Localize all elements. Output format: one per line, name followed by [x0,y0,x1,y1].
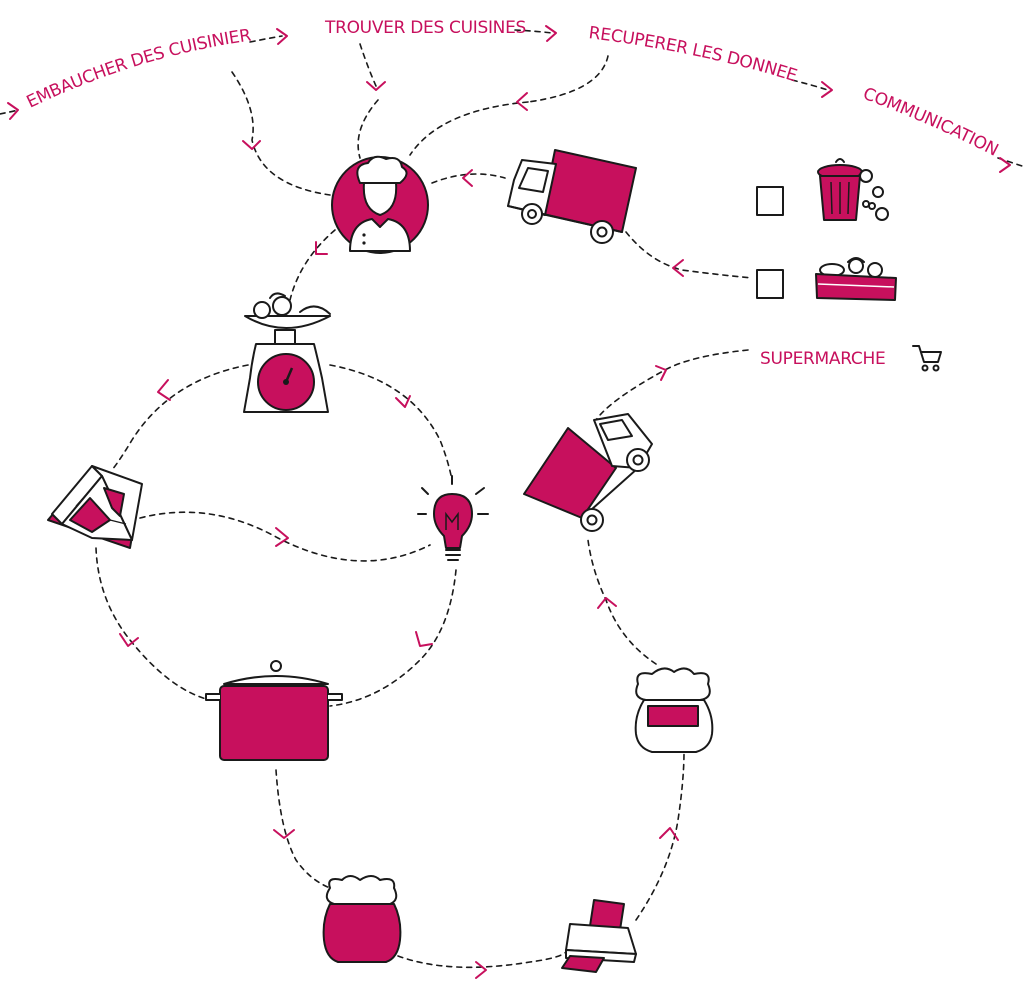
recipe-book-icon [47,465,143,549]
label-embaucher: EMBAUCHER DES CUISINIERS [0,0,253,112]
top-arrows [7,25,1011,173]
label-supermarche: SUPERMARCHE [760,349,885,369]
light-bulb-icon [417,475,489,561]
shopping-cart-icon [912,345,942,372]
top-flow-line [0,29,1023,196]
label-trouver: TROUVER DES CUISINES [324,18,526,38]
trash-bin-icon [817,158,889,221]
label-communication: COMMUNICATION [860,84,1001,161]
cooking-pot-icon [205,660,343,761]
chef-icon [331,155,429,254]
checkbox-icon[interactable] [756,269,784,299]
jam-jar-icon [322,875,402,963]
checkbox-icon[interactable] [756,186,784,216]
kitchen-scale-icon [243,292,331,413]
delivery-truck-icon [507,149,637,244]
labeled-jar-icon [634,667,714,753]
printer-icon [561,899,637,973]
delivery-truck-icon [523,413,653,532]
produce-crate-icon [815,257,897,301]
